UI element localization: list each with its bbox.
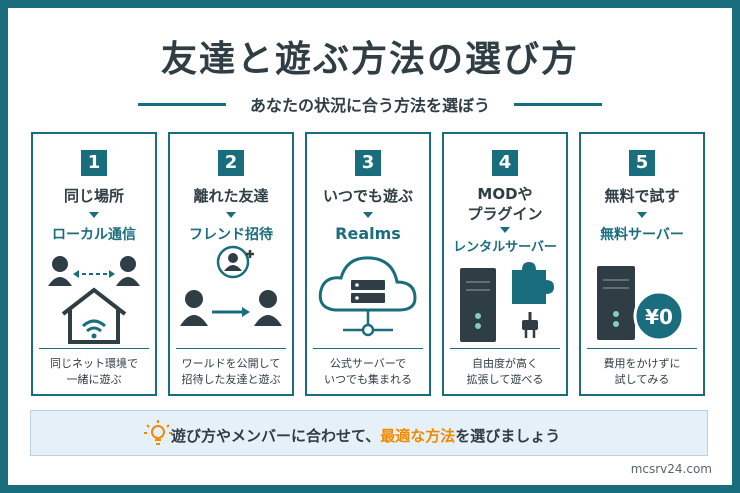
card-number: 2 [218, 150, 244, 176]
card-number: 3 [355, 150, 381, 176]
card-method: 無料サーバー [600, 227, 684, 243]
card-description: 同じネット環境で一緒に遊ぶ [50, 357, 138, 386]
card-friend-invite: 2 離れた友達 フレンド招待 ワールドを公開して招待した友達と遊ぶ [168, 132, 294, 396]
subtitle-row: あなたの状況に合う方法を選ぼう [0, 92, 740, 116]
card-description: 公式サーバーでいつでも集まれる [324, 357, 412, 386]
card-divider [39, 348, 149, 349]
down-arrow-icon [89, 212, 99, 218]
down-arrow-icon [637, 212, 647, 218]
subtitle-line-left [138, 103, 226, 106]
advice-banner: 遊び方やメンバーに合わせて、最適な方法を選びましょう [30, 410, 708, 456]
advice-text: 遊び方やメンバーに合わせて、最適な方法を選びましょう [171, 427, 561, 445]
card-heading: いつでも遊ぶ [322, 187, 413, 205]
card-divider [176, 348, 286, 349]
card-heading: 離れた友達 [193, 187, 269, 205]
site-url: mcsrv24.com [630, 462, 712, 476]
free-server-icon: ¥0 [597, 266, 685, 342]
home-network-icon [48, 256, 140, 344]
subtitle: あなたの状況に合う方法を選ぼう [249, 96, 490, 115]
card-heading-line1: MODや [477, 185, 533, 203]
card-description: ワールドを公開して招待した友達と遊ぶ [181, 357, 281, 386]
card-heading: 同じ場所 [63, 187, 124, 205]
card-local: 1 同じ場所 ローカル通信 同じネット環境で一緒に遊ぶ [31, 132, 157, 396]
card-heading: 無料で試す [604, 187, 680, 205]
down-arrow-icon [226, 212, 236, 218]
card-description: 費用をかけずに試してみる [603, 357, 681, 386]
server-plugin-icon [460, 262, 554, 342]
card-number: 1 [81, 150, 107, 176]
card-description: 自由度が高く拡張して遊べる [466, 357, 544, 386]
card-free-server: 5 無料で試す 無料サーバー ¥0 費用をかけずに試してみる [579, 132, 705, 396]
cloud-server-icon [318, 256, 417, 337]
card-divider [587, 348, 697, 349]
card-number: 5 [629, 150, 655, 176]
card-method: ローカル通信 [52, 227, 136, 243]
card-heading-line2: プラグイン [467, 205, 543, 223]
card-method: レンタルサーバー [453, 240, 557, 255]
card-realms: 3 いつでも遊ぶ Realms 公式サーバーでいつでも集まれる [305, 132, 431, 396]
price-badge: ¥0 [645, 305, 673, 329]
advice-highlight: 最適な方法 [380, 427, 456, 445]
card-divider [313, 348, 423, 349]
card-rental-server: 4 MODや プラグイン レンタルサーバー 自由度が高く拡張して遊べる [442, 132, 568, 396]
lightbulb-icon [144, 420, 172, 445]
card-method: フレンド招待 [189, 227, 273, 243]
card-method: Realms [335, 224, 401, 243]
card-number: 4 [492, 150, 518, 176]
subtitle-line-right [514, 103, 602, 106]
invite-user-icon [180, 245, 282, 326]
page-title: 友達と遊ぶ方法の選び方 [160, 39, 579, 80]
card-divider [450, 348, 560, 349]
down-arrow-icon [500, 227, 510, 233]
down-arrow-icon [363, 212, 373, 218]
